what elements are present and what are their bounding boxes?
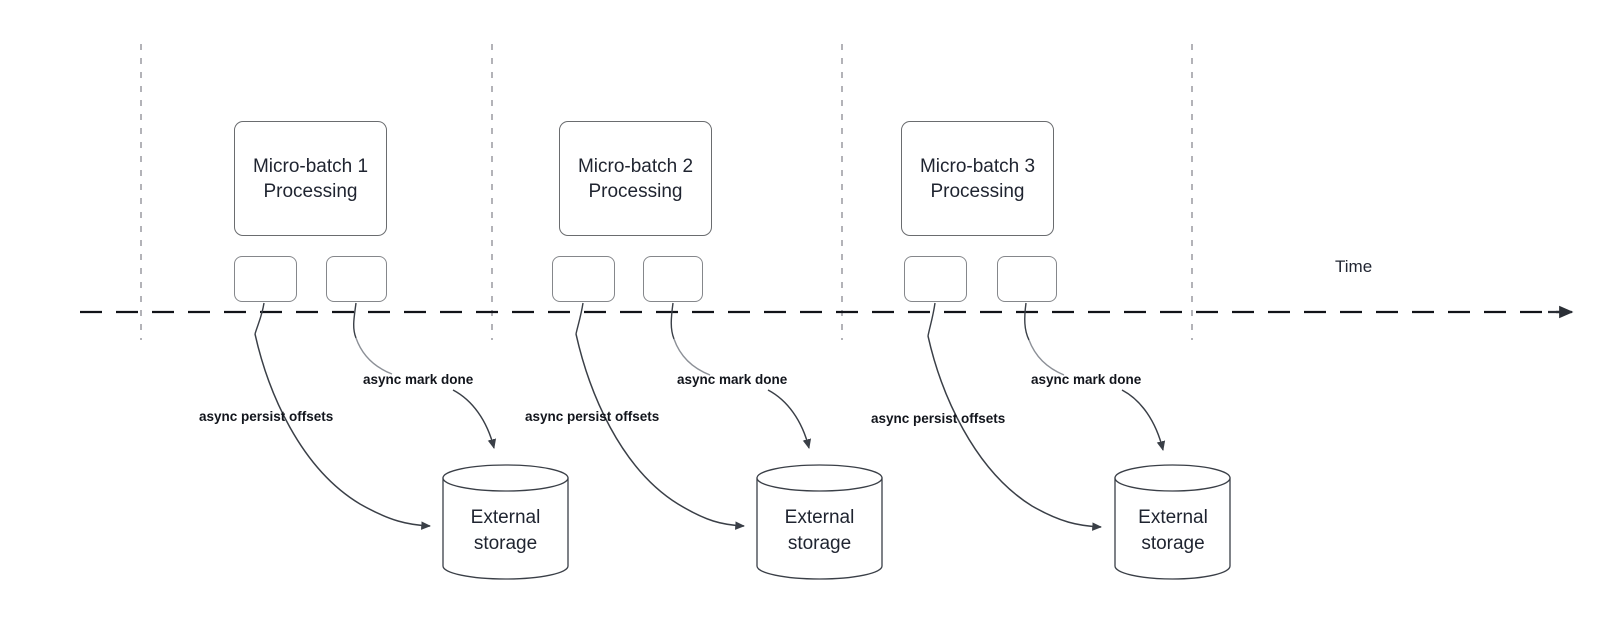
edge-mb3-mark-done — [1028, 339, 1065, 376]
edge-mb2-mark-done-tail — [767, 389, 812, 449]
micro-batch-1-offset-commit-tick[interactable] — [234, 256, 297, 302]
tick-stems — [254, 302, 1030, 341]
tick-stem-mb2-a — [575, 302, 584, 335]
edge-mb1-mark-done — [355, 337, 393, 375]
edge-mb3-mark-done-tail — [1121, 389, 1166, 451]
persist-offsets-edges — [254, 333, 1102, 531]
micro-batch-1-processing-box[interactable]: Micro-batch 1 Processing — [234, 121, 387, 236]
edge-label-mb3-persist-offsets: async persist offsets — [871, 411, 1006, 426]
micro-batch-3-mark-done-tick[interactable] — [997, 256, 1057, 302]
mark-done-edges — [355, 337, 1166, 451]
tick-stem-mb2-b — [670, 302, 675, 340]
edge-label-mb1-persist-offsets: async persist offsets — [199, 409, 334, 424]
edge-mb3-persist-offsets — [927, 335, 1102, 531]
external-storage-shape-3 — [1114, 464, 1231, 580]
micro-batch-3-processing-box[interactable]: Micro-batch 3 Processing — [901, 121, 1054, 236]
external-storage-shape-1 — [442, 464, 569, 580]
tick-stem-mb3-b — [1024, 302, 1030, 341]
edge-label-mb2-persist-offsets: async persist offsets — [525, 409, 660, 424]
edge-mb1-mark-done-tail — [452, 389, 497, 449]
time-axis-label: Time — [1335, 257, 1373, 276]
tick-stem-mb1-a — [254, 302, 265, 335]
micro-batch-2-mark-done-tick[interactable] — [643, 256, 703, 302]
external-storage-shape-2 — [756, 464, 883, 580]
edge-mb1-persist-offsets — [254, 333, 431, 530]
micro-batch-1-mark-done-tick[interactable] — [326, 256, 387, 302]
tick-stem-mb3-a — [927, 302, 936, 337]
edge-mb2-mark-done — [673, 338, 711, 376]
edge-label-mb3-mark-done: async mark done — [1031, 372, 1142, 387]
edge-mb2-persist-offsets — [575, 333, 745, 530]
micro-batch-2-processing-box[interactable]: Micro-batch 2 Processing — [559, 121, 712, 236]
micro-batch-3-offset-commit-tick[interactable] — [904, 256, 967, 302]
tick-stem-mb1-b — [353, 302, 357, 339]
edge-label-mb1-mark-done: async mark done — [363, 372, 474, 387]
micro-batch-2-offset-commit-tick[interactable] — [552, 256, 615, 302]
edge-label-mb2-mark-done: async mark done — [677, 372, 788, 387]
